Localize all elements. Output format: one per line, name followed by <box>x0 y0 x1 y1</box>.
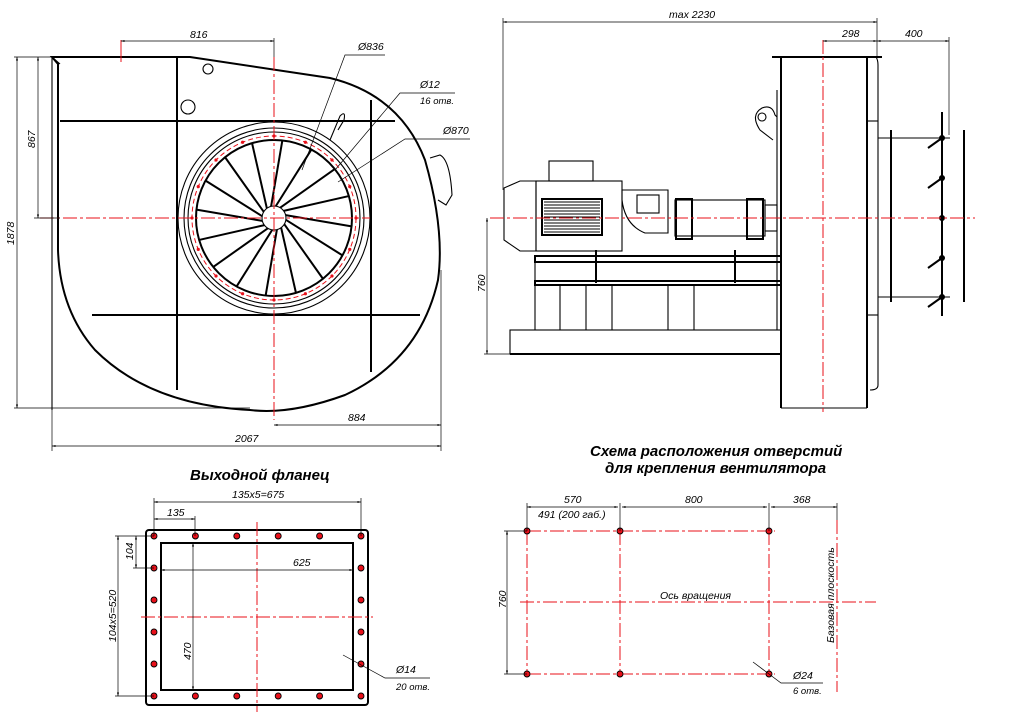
bolt-hole <box>196 247 200 251</box>
side-view: max 2230 298 400 760 <box>476 9 975 412</box>
bolt-hole <box>214 274 218 278</box>
damper-lever <box>927 296 943 308</box>
dim-400: 400 <box>905 28 923 40</box>
blade <box>285 218 343 257</box>
flange-hole <box>233 532 241 540</box>
flange-holes <box>150 532 365 700</box>
bolt-hole <box>303 140 307 144</box>
flange-hole <box>150 596 158 604</box>
inlet-damper-levers <box>927 135 945 308</box>
flange-dim-520: 104x5=520 <box>107 590 119 642</box>
mount-hole <box>616 670 624 678</box>
bolt-hole <box>348 247 352 251</box>
flange-hole <box>357 628 365 636</box>
blade <box>198 224 265 241</box>
dim-884: 884 <box>348 412 366 424</box>
mount-title-2: для крепления вентилятора <box>605 460 826 477</box>
housing-outline <box>49 56 441 412</box>
damper-pivot <box>939 215 945 221</box>
flange-dim-104: 104 <box>124 542 136 560</box>
mount-hole-count: 6 отв. <box>793 686 822 697</box>
dim-dia-836: Ø836 <box>357 41 384 53</box>
mount-dim-570: 570 <box>564 494 582 506</box>
flange-hole <box>150 628 158 636</box>
mount-hole-dia: Ø24 <box>792 670 813 682</box>
bolt-hole <box>190 216 194 220</box>
flange-hole <box>233 692 241 700</box>
flange-hole-count: 20 отв. <box>395 682 430 693</box>
flange-dim-135: 135 <box>167 507 185 519</box>
bolt-hole <box>214 158 218 162</box>
dim-760-side: 760 <box>476 274 488 292</box>
flange-hole-dia: Ø14 <box>395 664 416 676</box>
bolt-hole <box>303 292 307 296</box>
flange-hole <box>274 532 282 540</box>
dim-16-holes: 16 отв. <box>420 96 454 107</box>
mount-title-1: Схема расположения отверстий <box>590 443 842 460</box>
dim-298: 298 <box>841 28 860 40</box>
blade <box>279 168 336 209</box>
flange-hole <box>191 532 199 540</box>
mount-holes <box>523 527 773 678</box>
mount-dim-760: 760 <box>497 590 509 608</box>
blade <box>235 229 274 287</box>
blade <box>270 140 284 207</box>
flange-hole <box>150 660 158 668</box>
damper-lever <box>927 137 943 149</box>
dim-dia-870: Ø870 <box>442 125 469 137</box>
blade <box>212 227 269 268</box>
blade <box>251 142 268 209</box>
dim-816: 816 <box>190 29 208 41</box>
outlet-flange: Выходной фланец 135x5=675 135 104 104x5=… <box>107 467 430 712</box>
blade <box>274 149 313 207</box>
blade <box>196 208 263 222</box>
dim-max-2230: max 2230 <box>669 9 715 21</box>
flange-dim-625: 625 <box>293 557 311 569</box>
mount-dim-368: 368 <box>793 494 811 506</box>
damper-lever <box>927 257 943 269</box>
flange-hole <box>357 692 365 700</box>
bolt-hole <box>348 185 352 189</box>
blade <box>224 156 265 213</box>
blade <box>205 179 263 218</box>
front-view: 816 Ø836 Ø12 16 отв. Ø870 867 1878 884 2… <box>5 29 470 451</box>
impeller-blades <box>196 140 352 296</box>
dim-dia-12: Ø12 <box>419 79 440 91</box>
bolt-hole <box>196 185 200 189</box>
rotation-axis-label: Ось вращения <box>660 590 731 602</box>
mount-dim-800: 800 <box>685 494 703 506</box>
base-plane-label: Базовая плоскость <box>825 547 837 643</box>
blade <box>283 223 324 280</box>
dim-1878: 1878 <box>5 221 17 245</box>
blade <box>285 214 352 228</box>
mount-scheme: Схема расположения отверстий для креплен… <box>497 443 876 697</box>
flange-title: Выходной фланец <box>190 467 330 484</box>
flange-hole <box>357 596 365 604</box>
dim-2067: 2067 <box>234 433 260 445</box>
flange-dim-675: 135x5=675 <box>232 489 284 501</box>
bolt-hole <box>330 158 334 162</box>
blade <box>280 227 297 294</box>
flange-dim-470: 470 <box>182 642 194 660</box>
blade <box>264 229 278 296</box>
bolt-hole <box>241 140 245 144</box>
flange-hole <box>357 564 365 572</box>
flange-hole <box>274 692 282 700</box>
flange-hole <box>316 532 324 540</box>
bolt-hole <box>330 274 334 278</box>
dim-867: 867 <box>26 129 38 148</box>
motor-cooling-fins <box>544 201 600 233</box>
blade <box>283 195 350 212</box>
flange-hole <box>191 692 199 700</box>
bolt-hole <box>241 292 245 296</box>
mount-dim-491: 491 (200 габ.) <box>538 509 606 521</box>
flange-hole <box>316 692 324 700</box>
damper-lever <box>927 177 943 189</box>
